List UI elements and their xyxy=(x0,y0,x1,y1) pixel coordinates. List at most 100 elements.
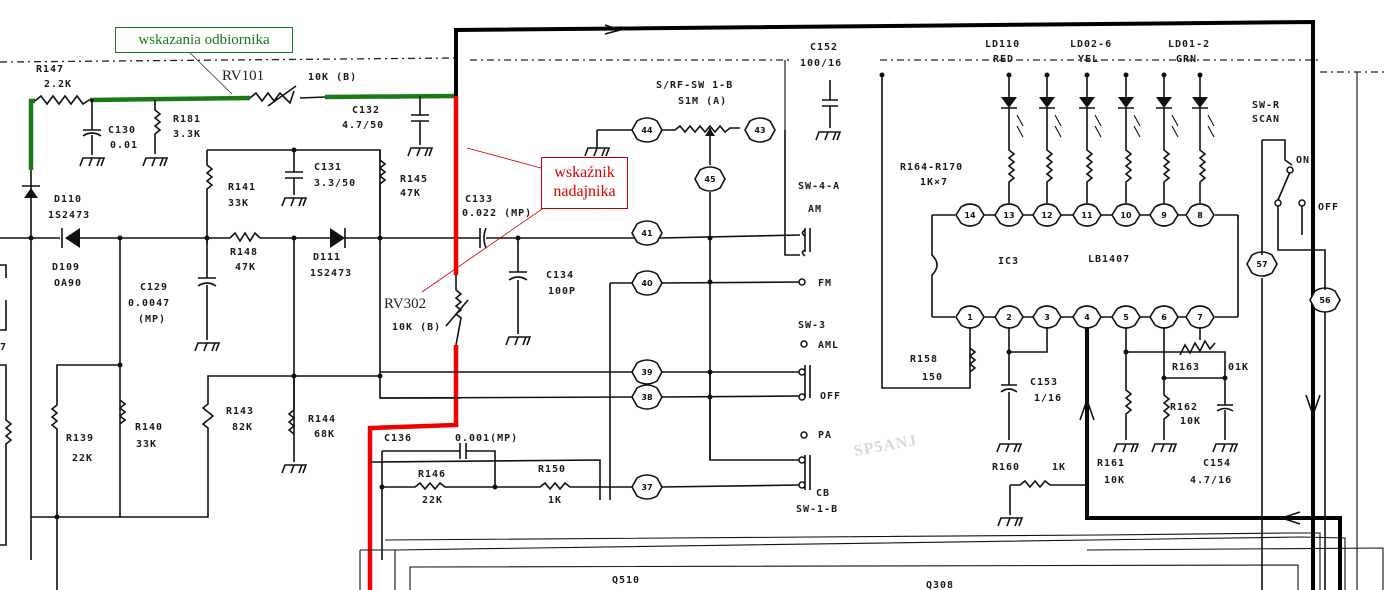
c154-value: 4.7/16 xyxy=(1190,475,1232,486)
r144-ref: R144 xyxy=(308,414,336,425)
r163-value: 01K xyxy=(1228,362,1249,373)
led-group-ref-3: LD01-2 xyxy=(1168,39,1210,50)
ic3-pin-6: 6 xyxy=(1149,305,1179,329)
connector-pin-45-label: 45 xyxy=(704,175,716,184)
r143-value: 82K xyxy=(232,422,253,433)
sw4-pos1: AM xyxy=(808,204,822,215)
c136-value: 0.001(MP) xyxy=(455,433,518,444)
r160-ref: R160 xyxy=(992,462,1020,473)
connector-pin-40: 40 xyxy=(631,270,663,296)
receiver-indicator-path xyxy=(28,93,456,170)
sw3-pos3: PA xyxy=(818,430,832,441)
ic3-pin-5: 5 xyxy=(1111,305,1141,329)
connector-pin-39: 39 xyxy=(631,359,663,385)
connector-pin-41-label: 41 xyxy=(641,229,653,238)
meter-ref: S/RF-SW 1-B xyxy=(656,80,733,91)
led-2 xyxy=(1039,72,1062,203)
rv101-label: RV101 xyxy=(222,68,264,84)
connector-pin-44-label: 44 xyxy=(641,126,653,135)
d111-ref: D111 xyxy=(313,252,341,263)
sw3-pos1: AML xyxy=(818,340,839,351)
ic3-pin-10-label: 10 xyxy=(1120,211,1132,220)
r141-ref: R141 xyxy=(228,182,256,193)
transmitter-indicator-annotation: wskaźnik nadajnika xyxy=(541,157,628,209)
sw3-pos2: OFF xyxy=(820,391,841,402)
r139-value: 22K xyxy=(72,453,93,464)
led-group-ref-2: LD02-6 xyxy=(1070,39,1112,50)
ic3-pin-5-label: 5 xyxy=(1123,313,1129,322)
c129-note: (MP) xyxy=(138,314,166,325)
d111-value: 1S2473 xyxy=(310,268,352,279)
led-group-color-3: GRN xyxy=(1176,54,1197,65)
rv302-value: 10K (B) xyxy=(392,322,441,333)
left-edge-digit: 7 xyxy=(0,342,7,353)
r158-ref: R158 xyxy=(910,354,938,365)
ic3-pin-6-label: 6 xyxy=(1161,313,1167,322)
r144-value: 68K xyxy=(314,429,335,440)
led-3 xyxy=(1079,72,1102,203)
watermark: SP5ANJ xyxy=(853,432,919,460)
d110-ref: D110 xyxy=(54,194,82,205)
ic3-pin-4-label: 4 xyxy=(1084,313,1090,322)
c129-ref: C129 xyxy=(140,282,168,293)
meter-value: S1M (A) xyxy=(678,96,727,107)
ic3-pin-8: 8 xyxy=(1185,203,1215,227)
c153-ref: C153 xyxy=(1030,377,1058,388)
c133-ref: C133 xyxy=(465,194,493,205)
ic3-pin-3: 3 xyxy=(1032,305,1062,329)
r161-value: 10K xyxy=(1104,475,1125,486)
d109-value: OA90 xyxy=(54,278,82,289)
led-4 xyxy=(1118,72,1141,203)
r140-ref: R140 xyxy=(135,422,163,433)
ic3-pin-7: 7 xyxy=(1185,305,1215,329)
rv101-potentiometer xyxy=(249,85,326,107)
c136-ref: C136 xyxy=(384,433,412,444)
transmitter-indicator-line2: nadajnika xyxy=(553,183,616,200)
q510-label: Q510 xyxy=(612,575,640,586)
c132-value: 4.7/50 xyxy=(342,120,384,131)
swr-off: OFF xyxy=(1318,202,1339,213)
c134-value: 100P xyxy=(548,286,576,297)
sw3-pos4: CB xyxy=(816,488,830,499)
rv101-value: 10K (B) xyxy=(308,72,357,83)
r140-value: 33K xyxy=(136,439,157,450)
r143-ref: R143 xyxy=(226,406,254,417)
ic3-pin-10: 10 xyxy=(1111,203,1141,227)
swr-ref: SW-R xyxy=(1252,100,1280,111)
connector-pin-41: 41 xyxy=(631,220,663,246)
ic3-pin-2-label: 2 xyxy=(1006,313,1012,322)
ic3-pin-3-label: 3 xyxy=(1044,313,1050,322)
sw4-ref: SW-4-A xyxy=(798,181,840,192)
r163-ref: R163 xyxy=(1172,362,1200,373)
c153-value: 1/16 xyxy=(1034,393,1062,404)
q308-label: Q308 xyxy=(926,580,954,590)
led-group-color-2: YEL xyxy=(1078,54,1099,65)
r147-resistor xyxy=(34,94,94,106)
board-outline-top xyxy=(0,57,1385,73)
r181-ref: R181 xyxy=(173,114,201,125)
c152-value: 100/16 xyxy=(800,58,842,69)
led-group-color-1: RED xyxy=(993,54,1014,65)
ic3-outline xyxy=(931,215,1239,317)
c132-ref: C132 xyxy=(352,105,380,116)
r158-value: 150 xyxy=(922,372,943,383)
ic3-pin-2: 2 xyxy=(994,305,1024,329)
c154-ref: C154 xyxy=(1203,458,1231,469)
swr-on: ON xyxy=(1296,155,1310,166)
ic3-pin-12-label: 12 xyxy=(1041,211,1052,220)
r164-value: 1K×7 xyxy=(920,177,948,188)
led-group-ref-1: LD110 xyxy=(985,39,1020,50)
ic3-pin-11: 11 xyxy=(1072,203,1102,227)
connector-pin-37-label: 37 xyxy=(641,483,652,492)
r148-ref: R148 xyxy=(230,247,258,258)
d111-diode xyxy=(330,228,345,248)
d110-diode xyxy=(24,188,38,198)
connector-pin-43-label: 43 xyxy=(754,126,765,135)
connector-pin-45: 45 xyxy=(694,166,726,192)
c152-ref: C152 xyxy=(810,42,838,53)
led-1 xyxy=(1001,72,1024,203)
swr-value: SCAN xyxy=(1252,114,1280,125)
ic3-pin-13: 13 xyxy=(994,203,1024,227)
r150-ref: R150 xyxy=(538,464,566,475)
ic3-pin-13-label: 13 xyxy=(1003,211,1014,220)
